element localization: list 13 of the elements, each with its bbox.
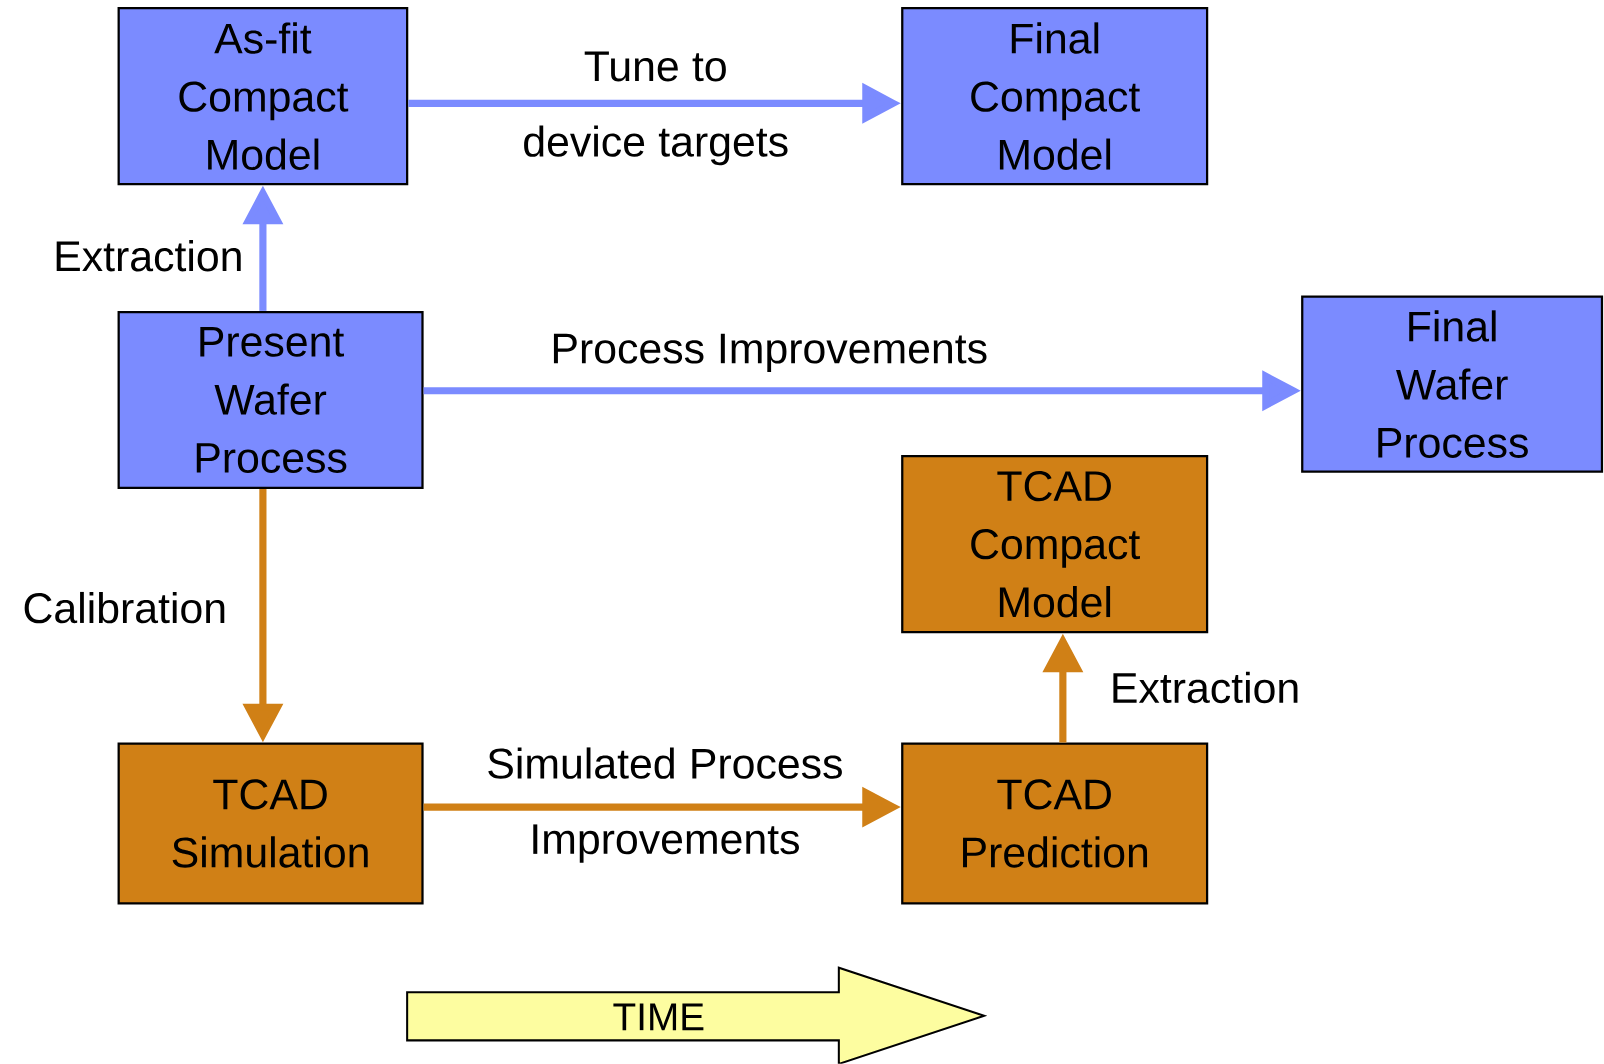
edge-label: Extraction (56, 240, 241, 272)
edge-label: Simulated Process Improvements (488, 747, 842, 863)
process-box: Final Compact Model (901, 7, 1209, 186)
process-box: TCAD Prediction (901, 742, 1209, 905)
edge-label: Tune to device targets (524, 51, 788, 166)
edge-label: Process Improvements (553, 333, 987, 373)
process-box: Final Wafer Process (1301, 295, 1604, 473)
process-box: As-fit Compact Model (117, 7, 409, 186)
process-box: Present Wafer Process (117, 310, 424, 490)
edge-label: Calibration (24, 592, 225, 624)
edge-label: Extraction (1113, 671, 1298, 704)
process-box: TCAD Simulation (117, 742, 424, 905)
process-box: TCAD Compact Model (901, 455, 1209, 634)
